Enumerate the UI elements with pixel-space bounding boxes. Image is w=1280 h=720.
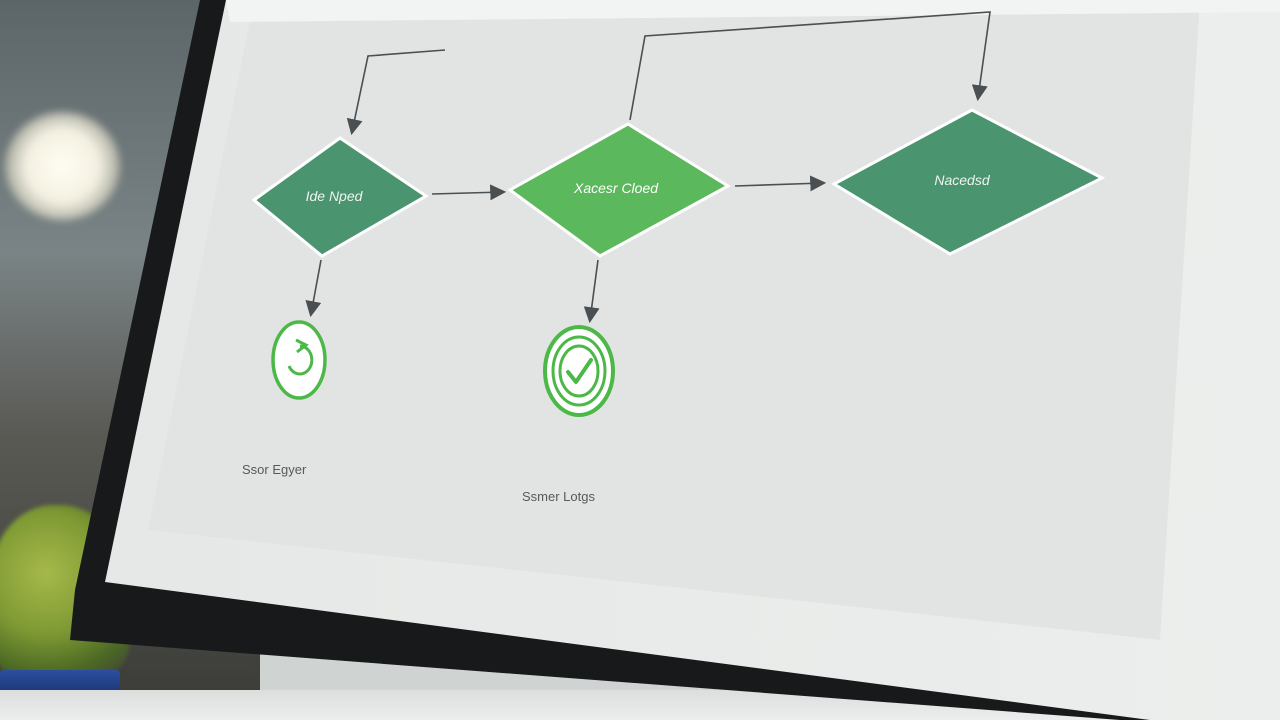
connector-n2-s2 — [583, 259, 600, 324]
status-caption-2: Ssmer Lotgs — [522, 489, 595, 504]
decision-node-2[interactable] — [507, 122, 731, 258]
status-caption-1: Ssor Egyer — [242, 462, 307, 477]
check-icon[interactable] — [543, 325, 615, 417]
connector-n2-n3 — [734, 175, 827, 192]
canvas-panel — [148, 0, 1200, 640]
background-lamp — [5, 112, 120, 220]
connector-loop-n2-n3 — [629, 11, 991, 121]
connector-n1-s1 — [305, 259, 322, 318]
refresh-icon[interactable] — [271, 320, 327, 400]
connector-top-left — [346, 49, 446, 136]
top-toolbar — [226, 0, 1280, 22]
decision-node-1[interactable] — [251, 136, 429, 258]
connector-n1-n2 — [431, 184, 507, 201]
decision-node-3[interactable] — [830, 108, 1106, 256]
